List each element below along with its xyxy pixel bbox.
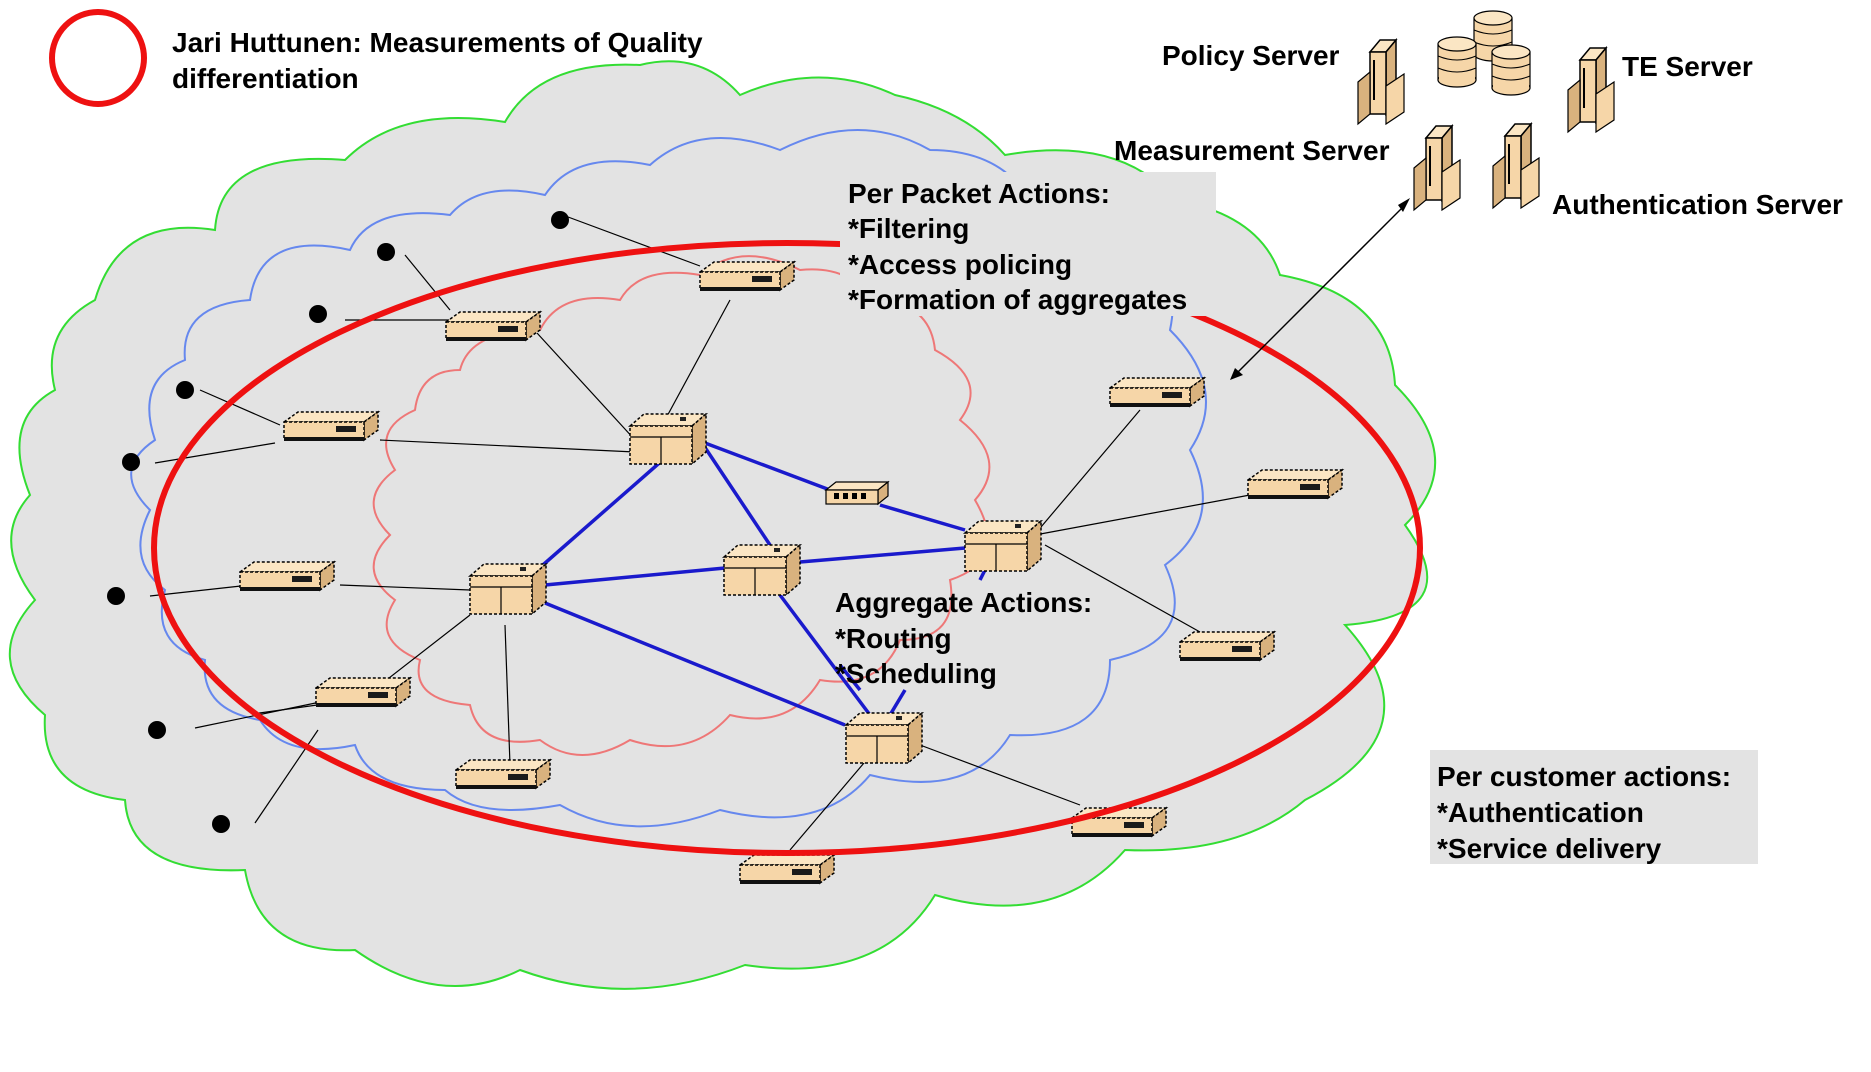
te-server-icon [1567, 47, 1615, 133]
per-packet-item: *Filtering [848, 213, 969, 244]
database-icon [1437, 10, 1531, 96]
edge-router-10 [1247, 469, 1343, 500]
legend: Jari Huttunen: Measurements of Quality d… [49, 9, 703, 107]
per-packet-item: *Access policing [848, 249, 1072, 280]
edge-router-1 [699, 261, 795, 292]
server-link-arrow [1230, 198, 1410, 380]
edge-network-cloud [130, 129, 1207, 828]
per-packet-box [840, 172, 1216, 316]
edge-router-6 [455, 759, 551, 790]
measurement-server-icon [1413, 125, 1461, 211]
core-links [518, 439, 987, 727]
edge-router-3 [283, 411, 379, 442]
edge-router-2 [445, 311, 541, 342]
authentication-server-label: Authentication Server [1552, 189, 1843, 220]
edge-router-8 [1071, 807, 1167, 838]
per-packet-item: *Formation of aggregates [848, 284, 1187, 315]
edge-router-7 [739, 854, 835, 885]
per-customer-box [1430, 750, 1758, 864]
edge-router-5 [315, 677, 411, 708]
measurement-server-label: Measurement Server [1114, 135, 1390, 166]
per-customer-title: Per customer actions: [1437, 761, 1731, 792]
aggregate-item: *Scheduling [835, 658, 997, 689]
te-server-label: TE Server [1622, 51, 1753, 82]
per-packet-title: Per Packet Actions: [848, 178, 1110, 209]
core-router-1 [629, 413, 707, 465]
core-network-cloud [372, 255, 991, 756]
authentication-server-icon [1492, 123, 1540, 209]
legend-line-2: differentiation [172, 63, 359, 94]
per-customer-item: *Service delivery [1437, 833, 1662, 864]
core-router-3 [723, 544, 801, 596]
aggregate-item: *Routing [835, 623, 952, 654]
end-hosts [107, 211, 569, 833]
edge-router-11 [1109, 377, 1205, 408]
legend-ring-icon [49, 9, 147, 107]
core-router-4 [964, 520, 1042, 572]
edge-router-4 [239, 561, 335, 592]
policy-server-label: Policy Server [1162, 40, 1340, 71]
highlight-ring [151, 240, 1423, 856]
core-switch [824, 480, 890, 506]
per-customer-item: *Authentication [1437, 797, 1644, 828]
legend-line-1: Jari Huttunen: Measurements of Quality [172, 27, 703, 58]
policy-server-icon [1357, 39, 1405, 125]
core-router-2 [469, 563, 547, 615]
aggregate-title: Aggregate Actions: [835, 587, 1092, 618]
core-router-5 [845, 712, 923, 764]
edge-router-9 [1179, 631, 1275, 662]
